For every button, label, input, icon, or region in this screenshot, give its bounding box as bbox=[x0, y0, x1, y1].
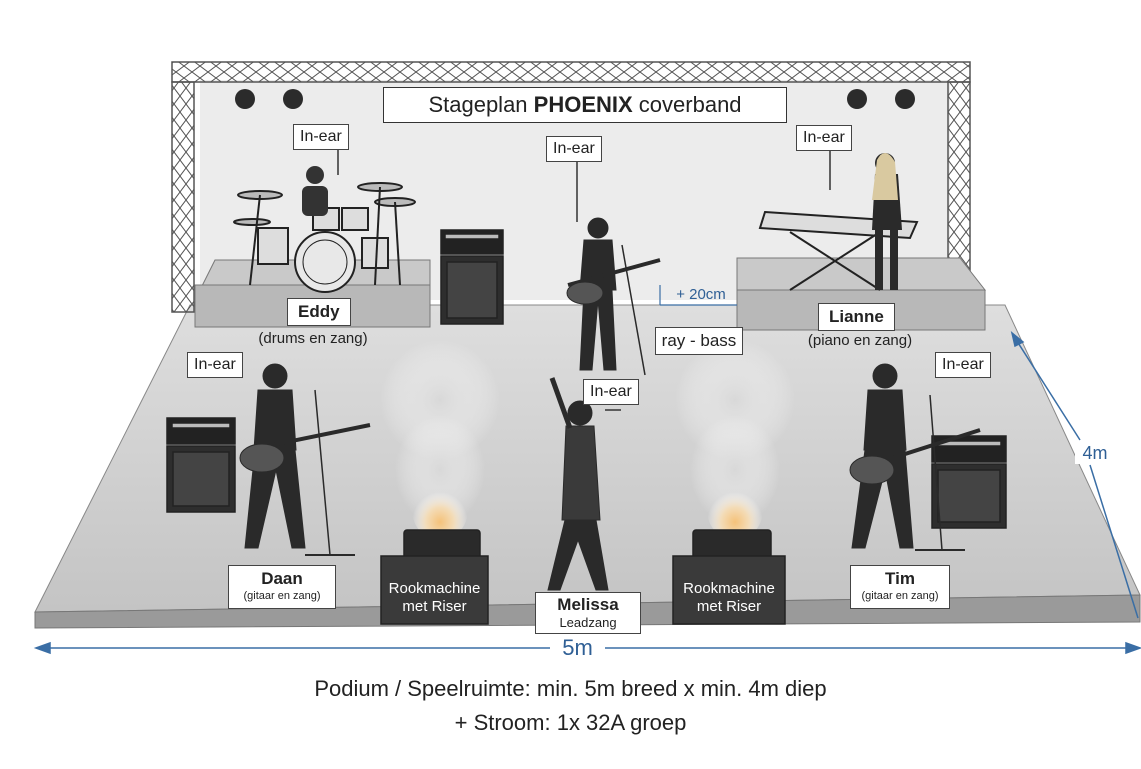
in-ear-label-tim: In-ear bbox=[935, 352, 991, 378]
smoke-label-line2: met Riser bbox=[381, 598, 488, 616]
spotlight-icon bbox=[847, 89, 867, 109]
title-prefix: Stageplan bbox=[428, 92, 533, 117]
footer-requirements: Podium / Speelruimte: min. 5m breed x mi… bbox=[0, 676, 1141, 702]
name-ray: ray - bass bbox=[655, 327, 743, 355]
name-melissa: Melissa bbox=[536, 595, 640, 615]
spotlight-icon bbox=[235, 89, 255, 109]
title-suffix: coverband bbox=[633, 92, 742, 117]
band-name: PHOENIX bbox=[534, 92, 633, 117]
label-daan: Daan (gitaar en zang) bbox=[228, 565, 336, 609]
in-ear-label-eddy: In-ear bbox=[293, 124, 349, 150]
smoke-label-line2: met Riser bbox=[673, 598, 785, 616]
smoke-label-line1: Rookmachine bbox=[673, 580, 785, 598]
in-ear-label-melissa: In-ear bbox=[583, 379, 639, 405]
in-ear-label-lianne: In-ear bbox=[796, 125, 852, 151]
smoke-machine-label-left: Rookmachine met Riser bbox=[381, 580, 488, 616]
role-tim: (gitaar en zang) bbox=[851, 589, 949, 603]
smoke-label-line1: Rookmachine bbox=[381, 580, 488, 598]
name-tim: Tim bbox=[851, 569, 949, 589]
role-melissa: Leadzang bbox=[536, 615, 640, 631]
footer-power: + Stroom: 1x 32A groep bbox=[0, 710, 1141, 736]
role-daan: (gitaar en zang) bbox=[229, 589, 335, 603]
depth-dimension-label: 4m bbox=[1075, 443, 1115, 464]
amp-stack-center bbox=[441, 230, 503, 324]
amp-stack-right bbox=[932, 436, 1006, 528]
spotlight-icon bbox=[283, 89, 303, 109]
title-banner: Stageplan PHOENIX coverband bbox=[383, 87, 787, 123]
amp-stack-left bbox=[167, 418, 235, 512]
in-ear-label-daan: In-ear bbox=[187, 352, 243, 378]
label-melissa: Melissa Leadzang bbox=[535, 592, 641, 634]
width-dimension-label: 5m bbox=[550, 635, 605, 661]
name-eddy: Eddy bbox=[287, 298, 351, 326]
role-eddy: (drums en zang) bbox=[243, 330, 383, 347]
in-ear-label-ray: In-ear bbox=[546, 136, 602, 162]
role-lianne: (piano en zang) bbox=[790, 332, 930, 349]
label-tim: Tim (gitaar en zang) bbox=[850, 565, 950, 609]
spotlight-icon bbox=[895, 89, 915, 109]
name-daan: Daan bbox=[229, 569, 335, 589]
name-lianne: Lianne bbox=[818, 303, 895, 331]
riser-height-label: + 20cm bbox=[666, 286, 736, 303]
smoke-machine-label-right: Rookmachine met Riser bbox=[673, 580, 785, 616]
